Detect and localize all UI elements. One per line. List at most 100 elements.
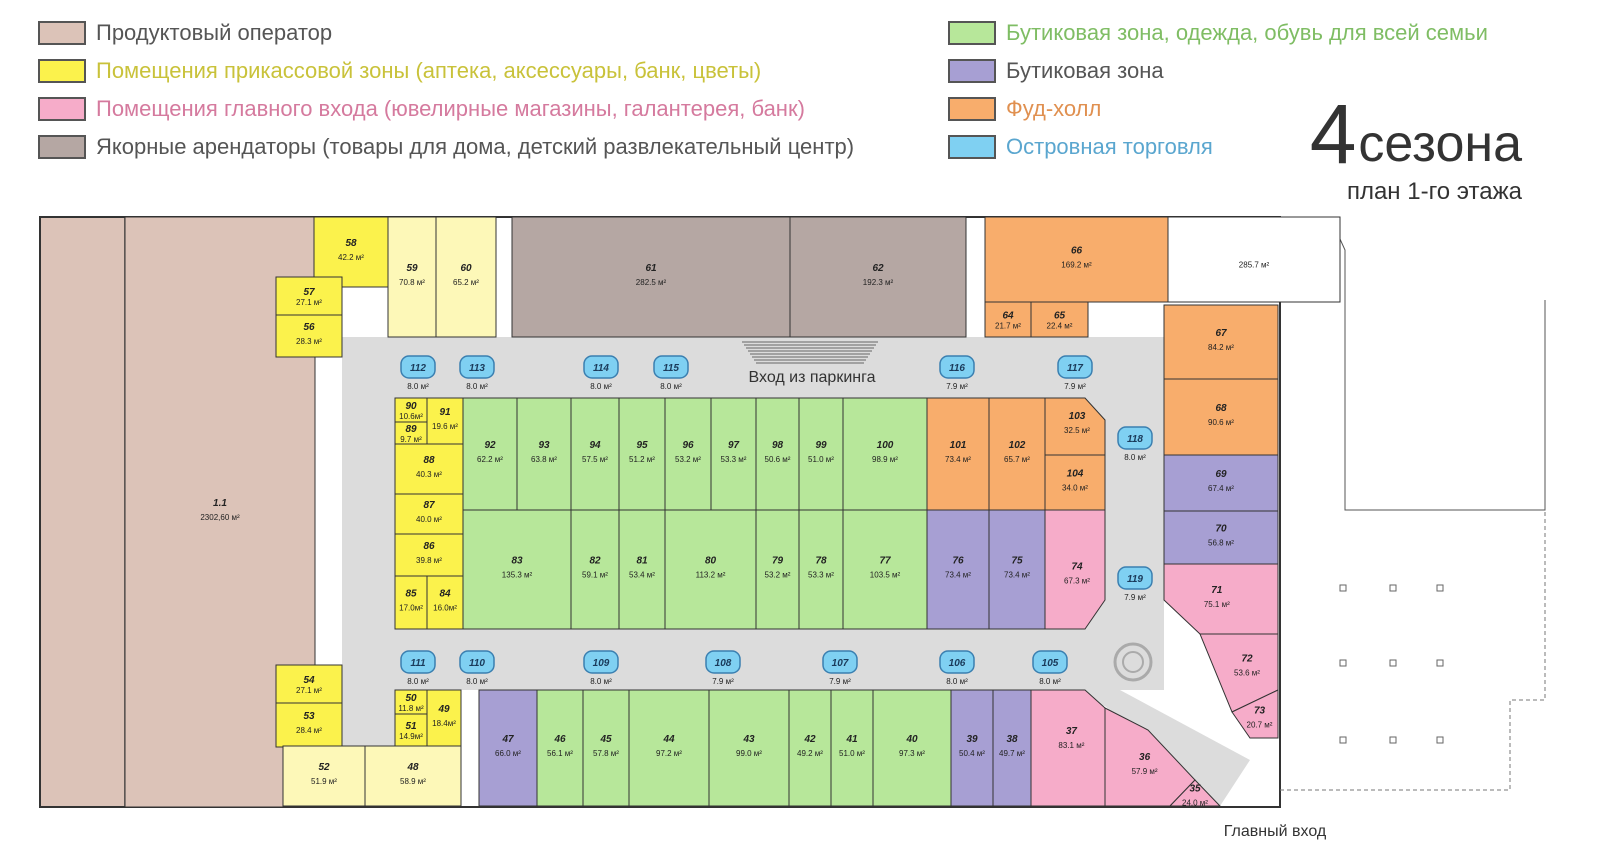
shop-number: 69 <box>1215 469 1227 480</box>
shop-number: 65 <box>1054 311 1066 322</box>
shop-outline <box>798 397 844 511</box>
shop-area: 21.7 м² <box>995 322 1021 331</box>
shop-unit[interactable]: 899.7 м² <box>394 421 428 445</box>
shop-unit[interactable]: 285.7 м² <box>1167 216 1341 303</box>
shop-number: 85 <box>405 589 417 600</box>
shop-number: 50 <box>405 693 417 704</box>
shop-number: 71 <box>1211 585 1223 596</box>
shop-outline <box>789 216 967 338</box>
island-shape <box>705 650 741 674</box>
shop-number: 74 <box>1071 562 1083 573</box>
shop-outline <box>394 575 428 630</box>
shop-number: 1.1 <box>213 498 227 509</box>
island-shape <box>822 650 858 674</box>
shop-outline <box>1163 454 1279 512</box>
shop-area: 57.5 м² <box>582 455 608 464</box>
shop-outline <box>570 509 620 630</box>
shop-outline <box>478 689 538 807</box>
shop-area: 57.9 м² <box>1132 767 1158 776</box>
shop-outline <box>708 689 790 807</box>
